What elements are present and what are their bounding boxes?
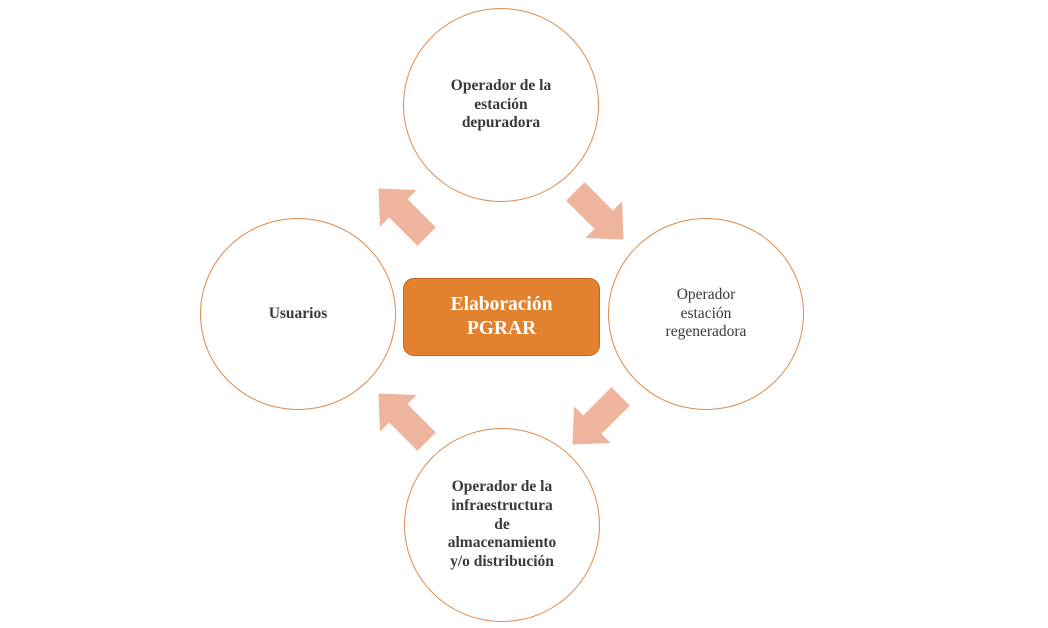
arrow-to-left-node-icon (378, 393, 436, 451)
center-process-box[interactable]: Elaboración PGRAR (403, 278, 600, 356)
node-circle-bottom[interactable]: Operador de la infraestructura de almace… (404, 428, 600, 622)
arrow-to-bottom-node-icon (572, 387, 630, 445)
node-label-bottom: Operador de la infraestructura de almace… (447, 477, 557, 571)
node-label-left: Usuarios (268, 304, 328, 322)
node-circle-right[interactable]: Operador estación regeneradora (608, 218, 804, 410)
node-label-top: Operador de la estación depuradora (450, 76, 552, 132)
node-circle-top[interactable]: Operador de la estación depuradora (403, 8, 599, 202)
node-label-right: Operador estación regeneradora (665, 285, 747, 341)
center-process-label: Elaboración PGRAR (450, 293, 553, 339)
node-circle-left[interactable]: Usuarios (200, 218, 396, 410)
arrow-to-top-node-icon (378, 188, 436, 246)
arrow-to-right-node-icon (566, 182, 624, 240)
